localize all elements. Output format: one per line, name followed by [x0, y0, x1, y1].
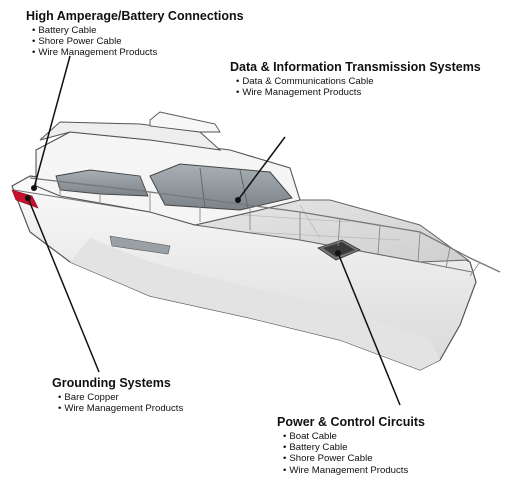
callout-list: Battery Cable Shore Power Cable Wire Man…: [26, 25, 244, 59]
callout-title: Grounding Systems: [52, 376, 171, 390]
callout-list: Data & Communications Cable Wire Managem…: [230, 76, 481, 98]
callout-title: Power & Control Circuits: [277, 415, 425, 429]
callout-item: Wire Management Products: [230, 87, 481, 98]
leader-power-control-dot: [335, 250, 341, 256]
callout-item: Shore Power Cable: [26, 36, 244, 47]
callout-item: Bare Copper: [52, 392, 183, 403]
callout-title: High Amperage/Battery Connections: [26, 9, 244, 23]
leader-high-amperage: [33, 55, 71, 189]
leader-grounding: [27, 197, 100, 373]
callout-item: Shore Power Cable: [277, 453, 425, 464]
callout-power-control: Power & Control Circuits Boat Cable Batt…: [277, 415, 425, 476]
railing-stanchions: [59, 180, 481, 277]
leader-data-transmission: [237, 136, 286, 201]
callout-item: Data & Communications Cable: [230, 76, 481, 87]
leader-power-control: [337, 252, 401, 406]
hull-window: [109, 235, 171, 255]
leader-grounding-dot: [25, 195, 31, 201]
leader-high-amperage-dot: [31, 185, 37, 191]
callout-list: Boat Cable Battery Cable Shore Power Cab…: [277, 431, 425, 476]
callout-grounding: Grounding Systems Bare Copper Wire Manag…: [52, 376, 183, 414]
callout-item: Wire Management Products: [52, 403, 183, 414]
bow-railing: [29, 177, 501, 273]
callout-item: Boat Cable: [277, 431, 425, 442]
hull-shadow: [70, 238, 440, 370]
deck-hatch-top: [323, 242, 355, 257]
windshield-frame: [199, 167, 249, 209]
stern-stripe: [11, 189, 39, 209]
callout-item: Battery Cable: [26, 25, 244, 36]
flybridge-canopy: [149, 111, 221, 133]
callout-title: Data & Information Transmission Systems: [230, 60, 481, 74]
callout-item: Battery Cable: [277, 442, 425, 453]
callout-list: Bare Copper Wire Management Products: [52, 392, 183, 414]
leader-data-transmission-dot: [235, 197, 241, 203]
callout-high-amperage: High Amperage/Battery Connections Batter…: [26, 9, 244, 59]
callout-item: Wire Management Products: [277, 465, 425, 476]
callout-data-transmission: Data & Information Transmission Systems …: [230, 60, 481, 98]
callout-item: Wire Management Products: [26, 47, 244, 58]
